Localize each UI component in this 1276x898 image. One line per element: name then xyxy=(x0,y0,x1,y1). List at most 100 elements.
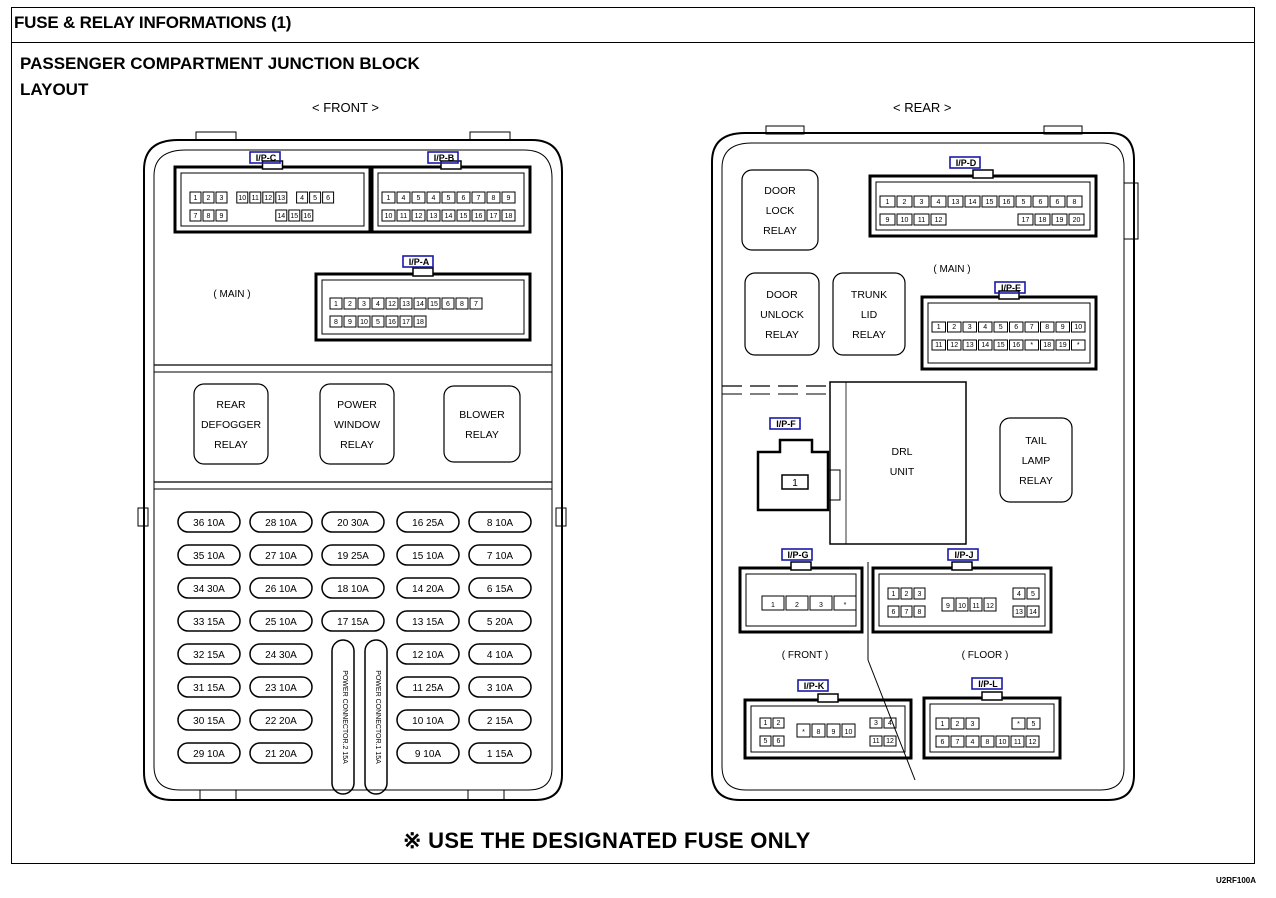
fuse-label: 29 10A xyxy=(193,749,225,760)
fuse-label: 20 30A xyxy=(337,518,369,529)
tag-ip-e-text: I/P-E xyxy=(1001,283,1021,293)
fuse: 6 15A xyxy=(468,577,532,599)
pins-l-top-b-pin: * xyxy=(1017,721,1020,728)
pins-k-bottom-b-pin: 12 xyxy=(886,738,894,745)
fuse-label: 4 10A xyxy=(487,650,513,661)
pins-c-top-pin: 2 xyxy=(207,195,211,202)
pins-l-top-a-pin: 3 xyxy=(971,721,975,728)
pins-j-bottom-a-pin: 8 xyxy=(918,609,922,616)
tag-ip-j: I/P-J xyxy=(947,548,979,561)
section-title: PASSENGER COMPARTMENT JUNCTION BLOCK xyxy=(20,54,420,73)
pins-l-top-b-pin: 5 xyxy=(1032,721,1036,728)
fuse: 23 10A xyxy=(249,676,313,698)
pins-g-pin: 1 xyxy=(771,602,775,609)
fuse: 22 20A xyxy=(249,709,313,731)
pins-g-pin: * xyxy=(844,602,847,609)
fuse: 18 10A xyxy=(321,577,385,599)
pins-j-top-a-pin: 3 xyxy=(918,591,922,598)
connector-ip-c xyxy=(173,160,372,234)
rear-panel xyxy=(711,125,1139,801)
pins-k-mid-pin: * xyxy=(802,729,805,736)
relay-door-unlock-line: UNLOCK xyxy=(760,309,804,321)
pins-g-pin: 3 xyxy=(819,602,823,609)
front-main-label: ( MAIN ) xyxy=(213,289,250,300)
pins-d-top-pin: 6 xyxy=(1039,199,1043,206)
fuse: 35 10A xyxy=(177,544,241,566)
pins-l-top-b: *5 xyxy=(1011,717,1041,730)
tag-ip-f: I/P-F xyxy=(769,417,801,430)
pins-e-bottom-pin: 16 xyxy=(1012,342,1020,349)
pins-c-bottom-pin: 9 xyxy=(220,213,224,220)
fuse-label: 6 15A xyxy=(487,584,513,595)
connector-ip-e xyxy=(920,290,1098,371)
tag-ip-e: I/P-E xyxy=(994,281,1026,294)
pins-j-mid-pin: 10 xyxy=(958,603,966,610)
fuse: 27 10A xyxy=(249,544,313,566)
pins-j-top-a-pin: 2 xyxy=(905,591,909,598)
pins-a-top-pin: 2 xyxy=(348,301,352,308)
pins-b-top-pin: 5 xyxy=(447,195,451,202)
pins-d-top-pin: 6 xyxy=(1056,199,1060,206)
power-connector-label: POWER CONNECTOR.2 15A xyxy=(341,670,348,764)
tag-ip-c-text: I/P-C xyxy=(256,153,277,163)
fuse: 12 10A xyxy=(396,643,460,665)
fuse-label: 9 10A xyxy=(415,749,441,760)
pins-k-bottom-a-pin: 5 xyxy=(764,738,768,745)
fuse-label: 21 20A xyxy=(265,749,297,760)
pins-l-top-a-pin: 2 xyxy=(956,721,960,728)
fuse-label: 36 10A xyxy=(193,518,225,529)
pins-k-mid-pin: 8 xyxy=(817,729,821,736)
relay-door-lock-line: DOOR xyxy=(764,185,796,197)
pins-d-bottom-a-pin: 10 xyxy=(901,217,909,224)
fuse-label: 13 15A xyxy=(412,617,444,628)
pins-b-bottom-pin: 11 xyxy=(400,213,407,220)
fuse-label: 14 20A xyxy=(412,584,444,595)
fuse: 25 10A xyxy=(249,610,313,632)
pins-a-bottom-pin: 18 xyxy=(416,319,424,326)
pins-b-bottom-pin: 13 xyxy=(430,213,438,220)
pins-c-top-pin: 1 xyxy=(194,195,198,202)
fuse: 11 25A xyxy=(396,676,460,698)
pins-a-top-pin: 12 xyxy=(388,301,396,308)
fuse-label: 30 15A xyxy=(193,716,225,727)
pins-a-top-pin: 3 xyxy=(362,301,366,308)
pins-a-bottom-pin: 9 xyxy=(348,319,352,326)
pins-c-bottom-pin: 16 xyxy=(303,213,311,220)
fuse: 31 15A xyxy=(177,676,241,698)
relay-rear-defogger-line: RELAY xyxy=(214,439,248,451)
front-panel xyxy=(137,131,567,801)
fuse: 33 15A xyxy=(177,610,241,632)
fuse-label: 22 20A xyxy=(265,716,297,727)
fuse-label: 8 10A xyxy=(487,518,513,529)
relay-door-unlock-line: RELAY xyxy=(765,329,799,341)
pins-c-bottom-pin: 15 xyxy=(290,213,298,220)
pins-c-top-pin: 13 xyxy=(277,195,285,202)
pins-j-top-a-pin: 1 xyxy=(892,591,896,598)
pins-j-bottom-b-pin: 13 xyxy=(1015,609,1023,616)
pins-e-top-pin: 9 xyxy=(1061,324,1065,331)
pins-l-bottom-pin: 6 xyxy=(941,739,945,746)
fuse-label: 12 10A xyxy=(412,650,444,661)
fuse-label: 2 15A xyxy=(487,716,513,727)
pins-e-bottom-pin: * xyxy=(1030,342,1033,349)
pins-a-bottom-pin: 10 xyxy=(360,319,368,326)
fuse-label: 27 10A xyxy=(265,551,297,562)
relay-rear-defogger-line: DEFOGGER xyxy=(201,419,262,431)
pins-k-top-a-pin: 2 xyxy=(777,720,781,727)
pins-c-top-pin: 10 xyxy=(238,195,246,202)
fuse: 30 15A xyxy=(177,709,241,731)
footer-note: ※ USE THE DESIGNATED FUSE ONLY xyxy=(403,828,811,853)
